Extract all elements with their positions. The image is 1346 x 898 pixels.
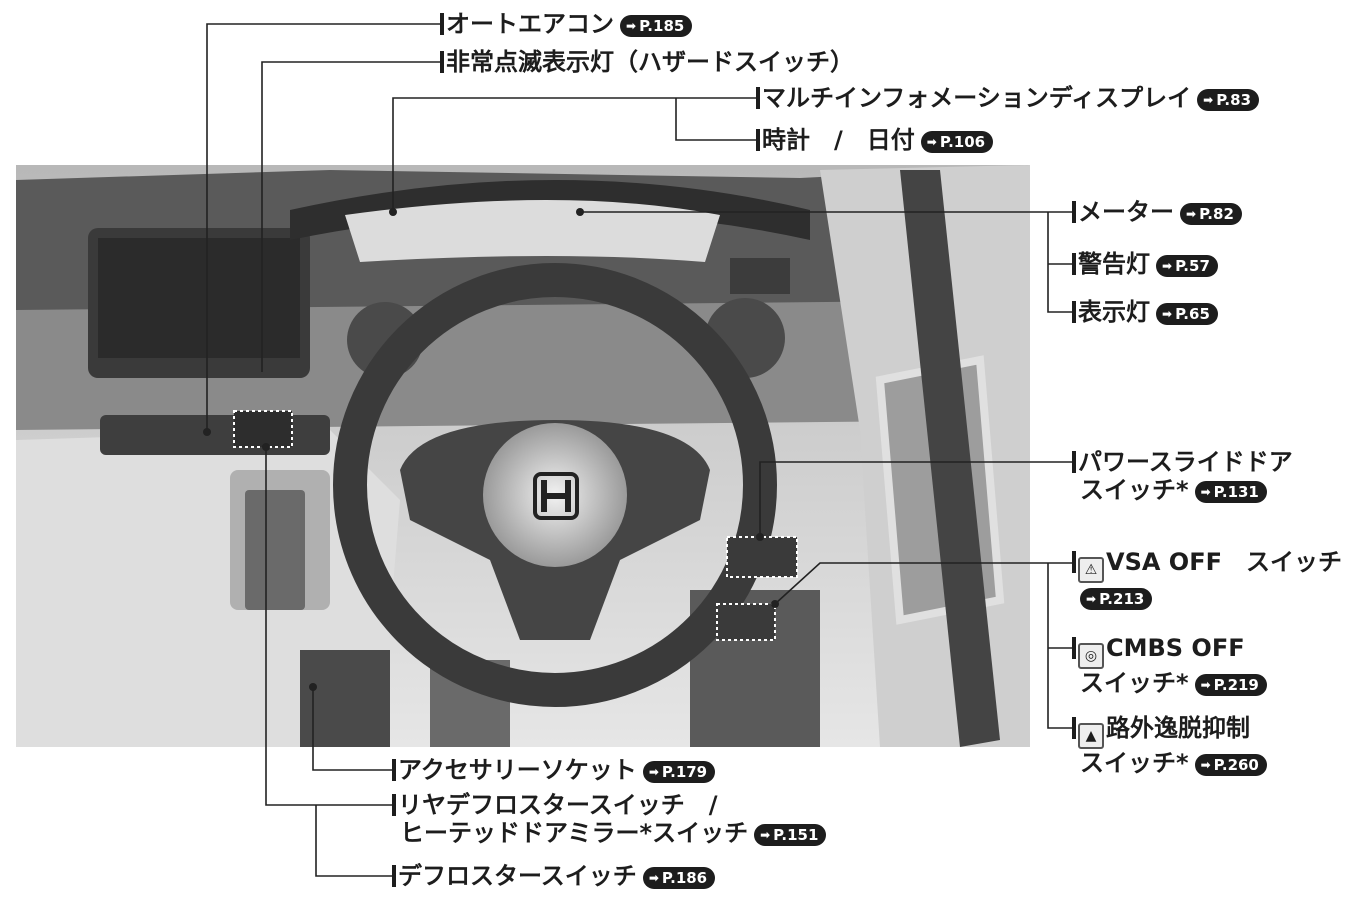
arrow-right-icon: ➡ xyxy=(926,135,937,149)
cmbs-off-icon: ◎ xyxy=(1078,643,1104,669)
label-rear-defrost: リヤデフロスタースイッチ / ヒーテッドドアミラー*スイッチ➡P.151 xyxy=(392,791,827,847)
page-ref-badge[interactable]: ➡P.219 xyxy=(1194,674,1267,696)
page-ref-badge[interactable]: ➡P.82 xyxy=(1180,203,1242,225)
arrow-right-icon: ➡ xyxy=(648,765,659,779)
arrow-right-icon: ➡ xyxy=(1200,485,1211,499)
arrow-right-icon: ➡ xyxy=(648,871,659,885)
arrow-right-icon: ➡ xyxy=(1186,207,1197,221)
label-hazard: 非常点滅表示灯（ハザードスイッチ） xyxy=(440,48,854,76)
page-ref-badge[interactable]: ➡P.260 xyxy=(1194,754,1267,776)
page-ref-badge[interactable]: ➡P.65 xyxy=(1156,303,1218,325)
arrow-right-icon: ➡ xyxy=(1203,93,1214,107)
arrow-right-icon: ➡ xyxy=(760,828,771,842)
label-meter: メーター➡P.82 xyxy=(1072,198,1242,226)
label-accessory-socket: アクセサリーソケット➡P.179 xyxy=(392,756,716,784)
honda-h-logo xyxy=(533,472,579,520)
page-ref-badge[interactable]: ➡P.213 xyxy=(1080,588,1153,610)
label-auto-aircon: オートエアコン➡P.185 xyxy=(440,10,693,38)
label-road-departure: ▲路外逸脱抑制 スイッチ*➡P.260 xyxy=(1072,714,1267,777)
road-departure-icon: ▲ xyxy=(1078,723,1104,749)
label-vsa-off: ⚠VSA OFF スイッチ ➡P.213 xyxy=(1072,548,1342,611)
arrow-right-icon: ➡ xyxy=(1162,307,1173,321)
page-ref-badge[interactable]: ➡P.57 xyxy=(1156,255,1218,277)
label-cmbs-off: ◎CMBS OFF スイッチ*➡P.219 xyxy=(1072,634,1267,697)
arrow-right-icon: ➡ xyxy=(626,19,637,33)
page-ref-badge[interactable]: ➡P.186 xyxy=(642,867,716,889)
page-ref-badge[interactable]: ➡P.83 xyxy=(1197,89,1259,111)
page-ref-badge[interactable]: ➡P.151 xyxy=(754,824,827,846)
page-ref-badge[interactable]: ➡P.131 xyxy=(1194,481,1267,503)
arrow-right-icon: ➡ xyxy=(1086,592,1097,606)
page-ref-badge[interactable]: ➡P.179 xyxy=(642,761,716,783)
label-warning-light: 警告灯➡P.57 xyxy=(1072,250,1218,278)
arrow-right-icon: ➡ xyxy=(1200,678,1211,692)
label-indicator: 表示灯➡P.65 xyxy=(1072,298,1218,326)
arrow-right-icon: ➡ xyxy=(1200,758,1211,772)
label-clock: 時計 / 日付➡P.106 xyxy=(756,126,994,154)
arrow-right-icon: ➡ xyxy=(1162,259,1173,273)
label-defrost: デフロスタースイッチ➡P.186 xyxy=(392,862,716,890)
label-power-slide-door: パワースライドドア スイッチ*➡P.131 xyxy=(1072,448,1293,504)
label-multi-info-display: マルチインフォメーションディスプレイ➡P.83 xyxy=(756,84,1259,112)
vsa-off-icon: ⚠ xyxy=(1078,557,1104,583)
page-ref-badge[interactable]: ➡P.106 xyxy=(920,131,994,153)
page-ref-badge[interactable]: ➡P.185 xyxy=(620,15,693,37)
